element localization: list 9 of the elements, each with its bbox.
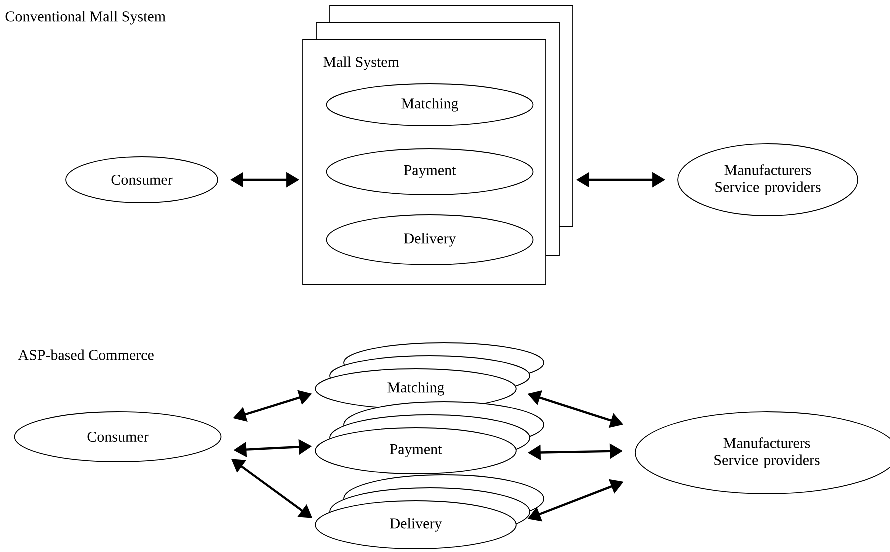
section-label: Conventional Mall System xyxy=(6,11,166,25)
ellipse-node: Payment xyxy=(326,148,534,196)
ellipse-node: Manufacturers Service providers xyxy=(678,144,858,216)
ellipse-node: Consumer xyxy=(14,412,222,462)
ellipse-node: Delivery xyxy=(326,214,534,266)
node-label: Delivery xyxy=(390,518,442,532)
ellipse-node: Matching xyxy=(326,84,534,126)
ellipse-node: Consumer xyxy=(66,156,218,204)
section-label: ASP-based Commerce xyxy=(18,350,154,360)
